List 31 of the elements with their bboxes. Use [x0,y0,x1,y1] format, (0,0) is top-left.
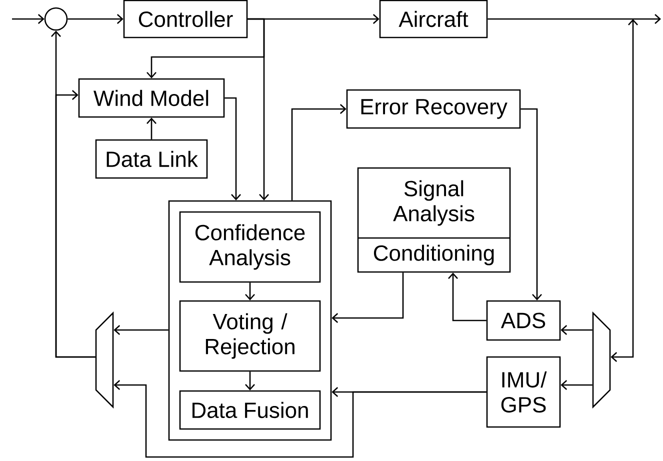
arrow [332,272,404,323]
arrow [68,14,124,24]
block-box: Signal Analysis Conditioning [357,167,511,273]
arrow [55,90,96,358]
block-box: ADS [486,300,561,341]
arrow [560,380,592,390]
arrow [610,19,638,362]
block-box: Data Link [95,139,208,179]
arrow [248,18,269,200]
arrow [245,282,255,300]
arrow [12,14,44,24]
arrow [114,380,486,458]
arrow [114,325,168,335]
arrow [488,14,661,24]
block-box: Confidence Analysis [179,211,321,283]
block-box: Wind Model [78,78,225,118]
block-box: Error Recovery [346,89,521,129]
arrow [245,372,255,390]
block-box: Data Fusion [179,390,321,430]
arrow [448,272,486,322]
container-box [168,200,332,441]
block-box: Voting / Rejection [179,300,321,372]
arrow [291,104,346,200]
arrow [560,325,592,335]
summing-junction [44,7,68,31]
block-box: Controller [123,0,248,38]
block-box: IMU/ GPS [486,356,561,428]
arrow [520,108,542,300]
arrow [224,97,241,200]
arrow [146,118,156,140]
block-box: Aircraft [379,0,488,38]
